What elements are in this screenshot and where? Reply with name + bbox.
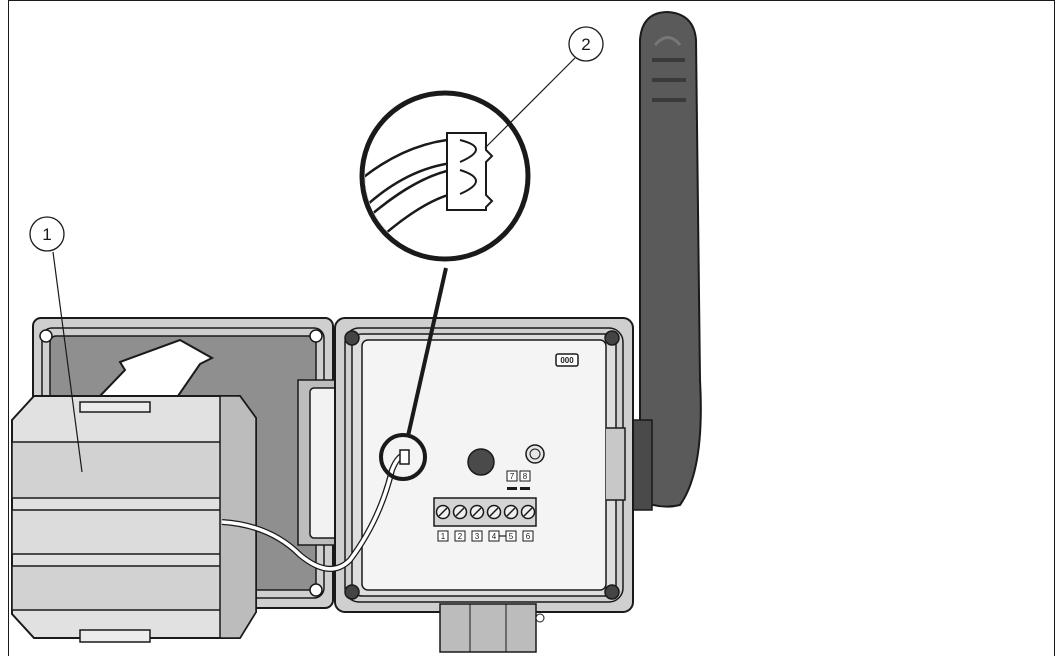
terminal-label-6: 6 [526, 532, 531, 541]
magnified-connector-view [359, 90, 531, 262]
main-housing [334, 317, 634, 653]
terminal-label-4: 4 [492, 532, 497, 541]
callout-1-circle [29, 216, 65, 252]
terminal-block [433, 497, 537, 527]
antenna [619, 10, 702, 511]
callout-2: 2 [484, 26, 604, 149]
connector-cable [221, 452, 406, 572]
radio-module [11, 395, 257, 643]
callout-2-circle [568, 26, 604, 62]
insertion-arrow [97, 338, 215, 397]
terminal-labels: 1 2 3 4 5 6 [437, 530, 534, 542]
callout-2-leader [484, 57, 576, 149]
terminal-label-3: 3 [475, 532, 480, 541]
led-label-8: 8 [523, 472, 528, 481]
connector-detail-marker [379, 433, 427, 481]
terminal-label-2: 2 [458, 532, 463, 541]
led-label-7: 7 [510, 472, 515, 481]
device-label-box: 000 [555, 353, 579, 367]
callout-1-leader [52, 251, 83, 473]
led-labels: 7 8 [506, 470, 531, 490]
terminal-label-1: 1 [441, 532, 446, 541]
terminal-label-5: 5 [509, 532, 514, 541]
device-label: 000 [560, 356, 574, 365]
figure-frame [8, 0, 1055, 656]
callout-1: 1 [29, 216, 83, 473]
push-button [467, 448, 495, 476]
magnifier-leader [406, 267, 448, 437]
status-led [525, 444, 545, 464]
callout-1-number: 1 [42, 225, 51, 244]
callout-2-number: 2 [581, 35, 590, 54]
